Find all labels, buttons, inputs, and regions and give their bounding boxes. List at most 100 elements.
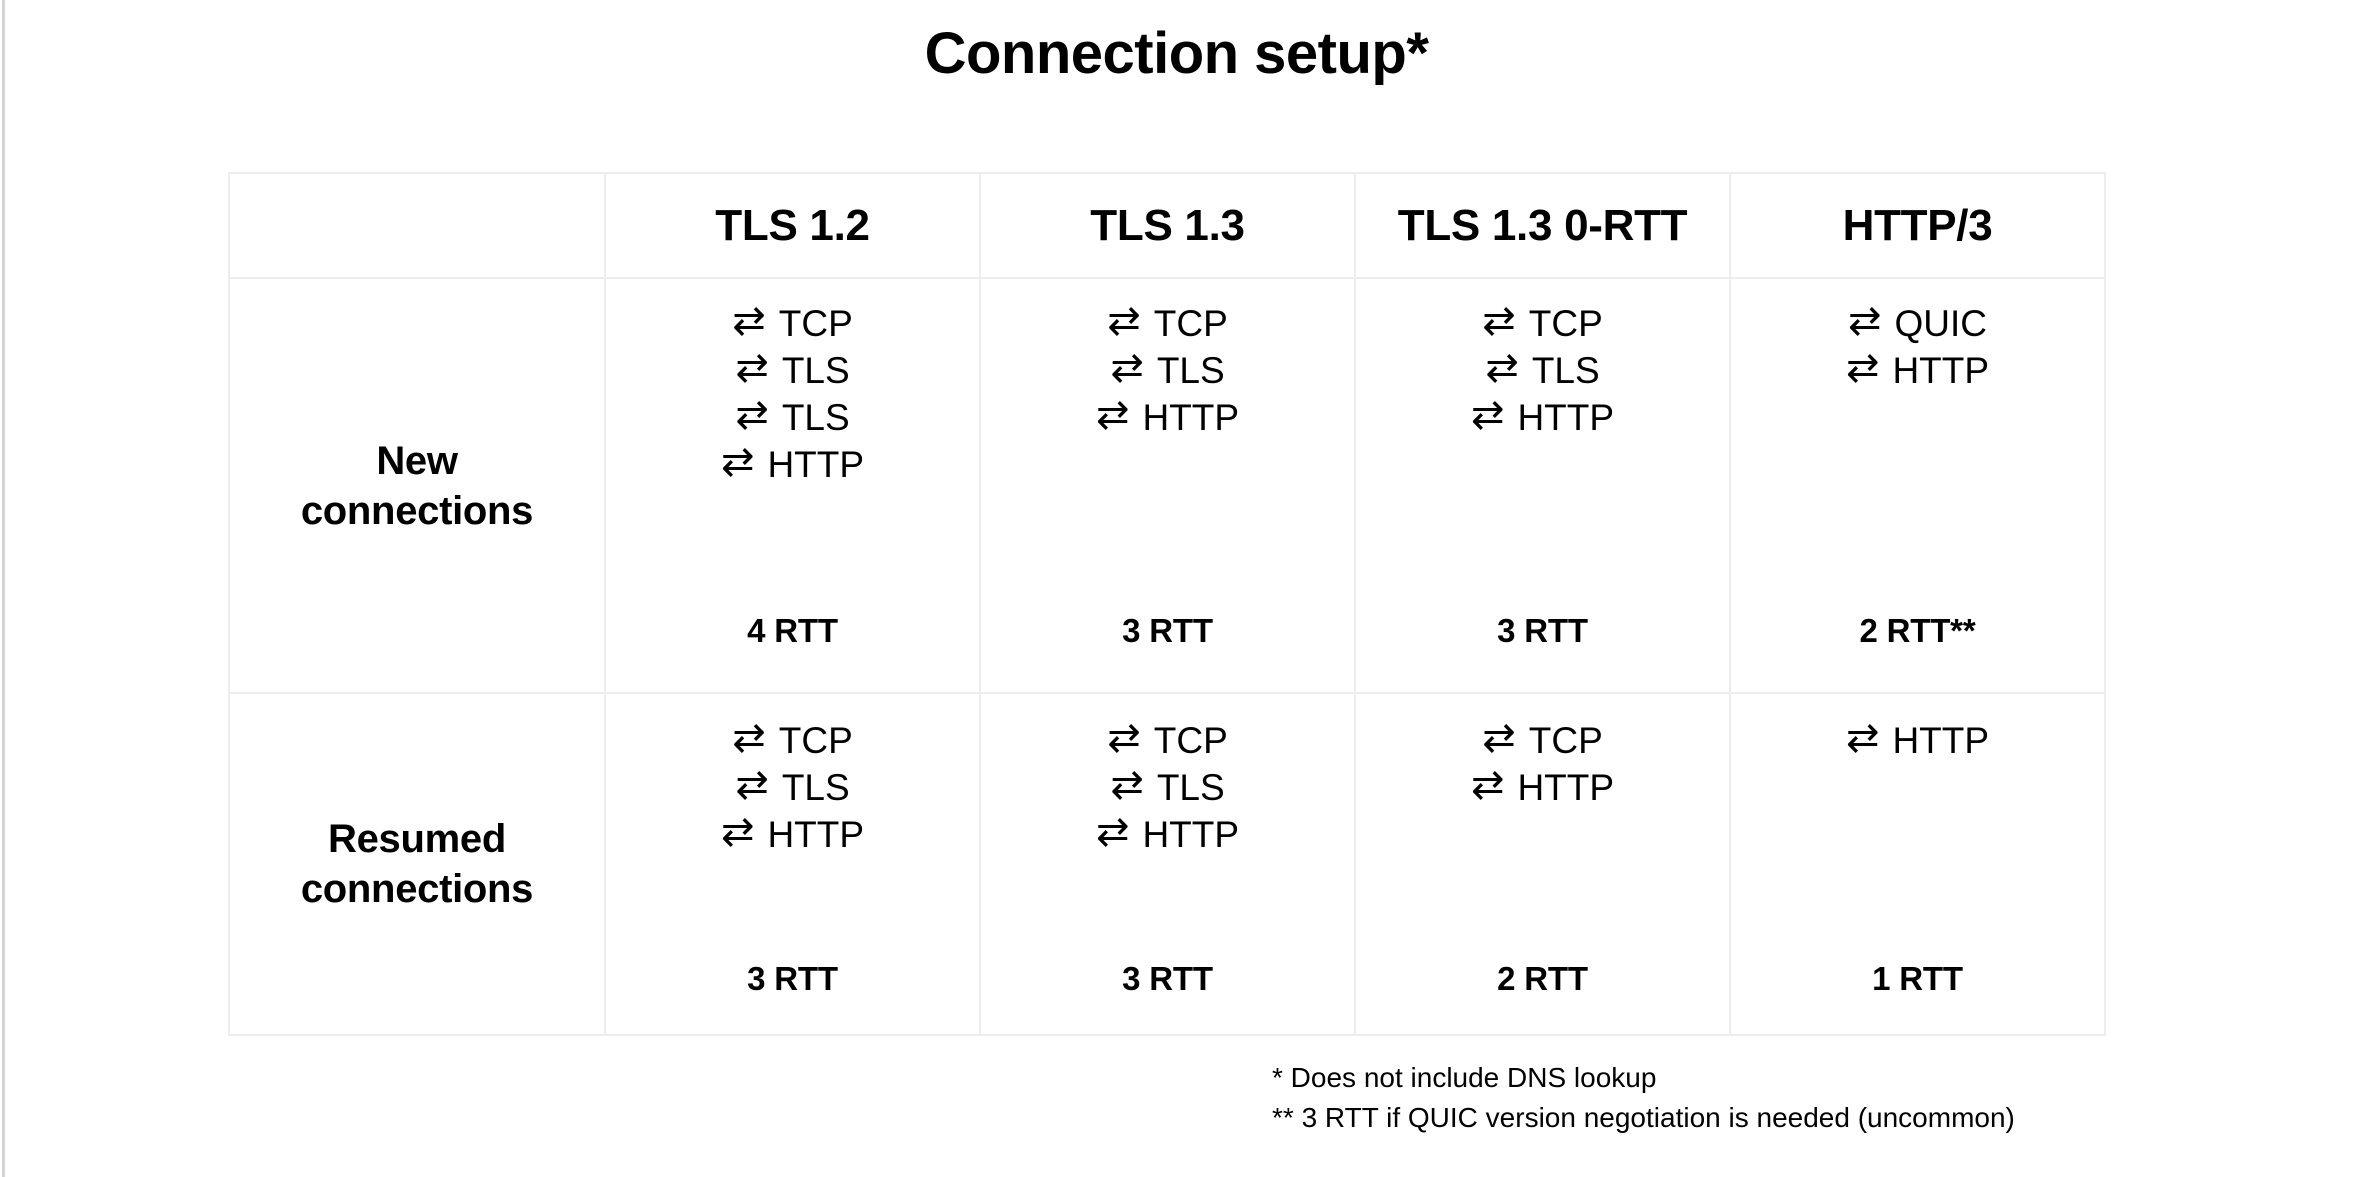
roundtrip-arrow-icon: ⇄ <box>720 810 755 854</box>
protocol-step: ⇄ HTTP <box>720 810 865 855</box>
protocol-step-label: HTTP <box>767 443 865 485</box>
table-header-row: TLS 1.2 TLS 1.3 TLS 1.3 0-RTT HTTP/3 <box>228 172 2106 279</box>
connection-setup-table: TLS 1.2 TLS 1.3 TLS 1.3 0-RTT HTTP/3 New… <box>228 172 2106 1036</box>
protocol-step-list: ⇄ HTTP <box>1845 716 1990 761</box>
protocol-step-label: TCP <box>1528 719 1603 761</box>
column-header-http3: HTTP/3 <box>1729 172 2106 279</box>
cell-resumed-tls13: ⇄ TCP ⇄ TLS ⇄ HTTP 3 RTT <box>979 692 1356 1036</box>
rtt-total: 3 RTT <box>1122 960 1213 997</box>
protocol-step-label: HTTP <box>767 813 865 855</box>
roundtrip-arrow-icon: ⇄ <box>1107 299 1141 343</box>
protocol-step: ⇄ HTTP <box>1095 393 1240 438</box>
protocol-step-label: QUIC <box>1894 302 1988 344</box>
column-header-label: TLS 1.3 <box>1090 200 1245 250</box>
protocol-step: ⇄ HTTP <box>1095 810 1240 855</box>
protocol-step-label: TLS <box>1156 766 1225 808</box>
roundtrip-arrow-icon: ⇄ <box>1845 716 1880 760</box>
protocol-step: ⇄ TLS <box>735 393 850 438</box>
protocol-step-label: TLS <box>781 349 850 391</box>
row-header-label-line1: Resumed <box>328 817 506 861</box>
roundtrip-arrow-icon: ⇄ <box>1110 346 1144 390</box>
rtt-total: 4 RTT <box>747 612 838 649</box>
table-corner-cell <box>228 172 606 279</box>
row-header-label-line2: connections <box>300 488 534 533</box>
rtt-total: 1 RTT <box>1872 960 1963 997</box>
column-header-label: TLS 1.2 <box>715 200 870 250</box>
protocol-step-label: TCP <box>1153 302 1228 344</box>
row-header-label-line1: New <box>376 438 458 483</box>
row-header-label-line2: connections <box>300 867 534 911</box>
rtt-total: 3 RTT <box>1497 612 1588 649</box>
protocol-step: ⇄ TCP <box>732 716 853 761</box>
roundtrip-arrow-icon: ⇄ <box>1470 393 1505 437</box>
roundtrip-arrow-icon: ⇄ <box>732 299 766 343</box>
rtt-total: 3 RTT <box>1122 612 1213 649</box>
protocol-step-label: TLS <box>1531 349 1600 391</box>
page-title: Connection setup* <box>924 21 1429 86</box>
roundtrip-arrow-icon: ⇄ <box>1482 716 1516 760</box>
roundtrip-arrow-icon: ⇄ <box>1095 810 1130 854</box>
protocol-step: ⇄ TLS <box>735 763 850 808</box>
protocol-step: ⇄ HTTP <box>720 440 865 485</box>
protocol-step: ⇄ TCP <box>1107 299 1228 344</box>
protocol-step: ⇄ HTTP <box>1470 763 1615 808</box>
protocol-step: ⇄ TLS <box>1110 346 1225 391</box>
footnotes: * Does not include DNS lookup ** 3 RTT i… <box>1272 1058 2015 1138</box>
table-row-resumed-connections: Resumed connections ⇄ TCP ⇄ TLS <box>228 692 2106 1036</box>
cell-resumed-tls13-0rtt: ⇄ TCP ⇄ HTTP 2 RTT <box>1354 692 1731 1036</box>
protocol-step: ⇄ QUIC <box>1847 299 1988 344</box>
roundtrip-arrow-icon: ⇄ <box>720 440 755 484</box>
roundtrip-arrow-icon: ⇄ <box>1845 346 1880 390</box>
protocol-step-list: ⇄ TCP ⇄ TLS ⇄ HTTP <box>720 716 865 855</box>
roundtrip-arrow-icon: ⇄ <box>735 763 769 807</box>
cell-new-tls13: ⇄ TCP ⇄ TLS ⇄ HTTP 3 RTT <box>979 277 1356 694</box>
protocol-step-list: ⇄ TCP ⇄ TLS ⇄ HTTP <box>1095 299 1240 438</box>
protocol-step: ⇄ TLS <box>735 346 850 391</box>
protocol-step-label: TLS <box>1156 349 1225 391</box>
roundtrip-arrow-icon: ⇄ <box>1847 299 1882 343</box>
protocol-step-list: ⇄ TCP ⇄ HTTP <box>1470 716 1615 808</box>
protocol-step-label: HTTP <box>1892 349 1990 391</box>
cell-resumed-tls12: ⇄ TCP ⇄ TLS ⇄ HTTP 3 RTT <box>604 692 981 1036</box>
cell-new-http3: ⇄ QUIC ⇄ HTTP 2 RTT** <box>1729 277 2106 694</box>
protocol-step: ⇄ TCP <box>1482 299 1603 343</box>
roundtrip-arrow-icon: ⇄ <box>1095 393 1130 437</box>
roundtrip-arrow-icon: ⇄ <box>1110 763 1144 807</box>
protocol-step: ⇄ TCP <box>732 299 853 344</box>
protocol-step-list: ⇄ QUIC ⇄ HTTP <box>1845 299 1990 391</box>
column-header-tls13-0rtt: TLS 1.3 0-RTT <box>1354 172 1731 279</box>
roundtrip-arrow-icon: ⇄ <box>1470 763 1505 807</box>
protocol-step: ⇄ TLS <box>1485 348 1600 391</box>
protocol-step: ⇄ HTTP <box>1470 393 1614 437</box>
protocol-step-label: TCP <box>1153 719 1228 761</box>
footnote-dns-lookup: * Does not include DNS lookup <box>1272 1062 1657 1093</box>
protocol-step: ⇄ TCP <box>1107 718 1228 761</box>
rtt-total: 2 RTT <box>1497 960 1588 997</box>
rtt-total: 3 RTT <box>747 960 838 997</box>
roundtrip-arrow-icon: ⇄ <box>732 716 766 760</box>
rtt-total: 2 RTT** <box>1859 612 1976 649</box>
protocol-step-label: TCP <box>778 302 853 344</box>
cell-resumed-http3: ⇄ HTTP 1 RTT <box>1729 692 2106 1036</box>
protocol-step-label: TCP <box>778 719 853 761</box>
roundtrip-arrow-icon: ⇄ <box>1482 299 1516 343</box>
row-header-resumed-connections: Resumed connections <box>228 692 606 1036</box>
protocol-step: ⇄ HTTP <box>1845 346 1990 391</box>
protocol-step-label: HTTP <box>1517 766 1615 808</box>
protocol-step-list: ⇄ TCP ⇄ TLS ⇄ HTTP <box>1470 299 1614 437</box>
protocol-step-label: HTTP <box>1892 719 1990 761</box>
protocol-step: ⇄ TLS <box>1110 763 1225 808</box>
row-header-new-connections: New connections <box>228 277 606 694</box>
protocol-step-list: ⇄ TCP ⇄ TLS ⇄ HTTP <box>1095 718 1240 855</box>
column-header-label: TLS 1.3 0-RTT <box>1397 200 1688 250</box>
roundtrip-arrow-icon: ⇄ <box>735 346 769 390</box>
row-header-label: New connections <box>230 436 604 536</box>
protocol-step-list: ⇄ TCP ⇄ TLS ⇄ TLS ⇄ HTTP <box>720 299 865 485</box>
protocol-step-label: HTTP <box>1142 813 1240 855</box>
slide-left-edge <box>2 0 5 1177</box>
protocol-step-label: TLS <box>781 766 850 808</box>
roundtrip-arrow-icon: ⇄ <box>735 393 769 437</box>
protocol-step-label: HTTP <box>1142 396 1240 438</box>
protocol-step-label: TLS <box>781 396 850 438</box>
protocol-step: ⇄ HTTP <box>1845 716 1990 761</box>
